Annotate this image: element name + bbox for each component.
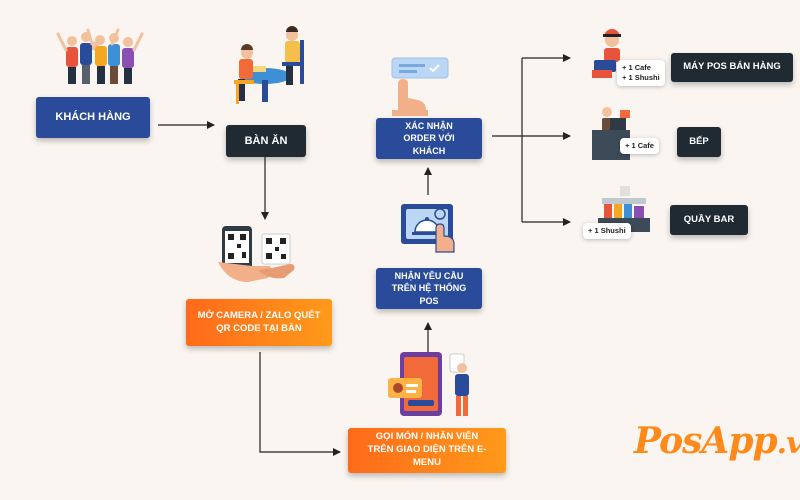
node-quay-bar: QUẦY BAR xyxy=(670,205,748,235)
tag-bar-line1: + 1 Shushi xyxy=(588,226,626,235)
touch-confirm-icon xyxy=(391,57,449,116)
tag-pos-line2: + 1 Shushi xyxy=(622,72,660,82)
tag-bep-line1: + 1 Cafe xyxy=(625,141,654,150)
logo-brand: PosApp xyxy=(634,420,778,462)
tag-bar-order: + 1 Shushi xyxy=(583,223,631,239)
tag-pos-order: + 1 Cafe + 1 Shushi xyxy=(617,60,665,86)
node-mo-camera: MỞ CAMERA / ZALO QUÉT QR CODE TẠI BÀN xyxy=(186,299,332,346)
pos-bell-icon xyxy=(401,204,455,253)
tag-pos-line1: + 1 Cafe xyxy=(622,63,651,72)
dining-table-illustration xyxy=(234,26,304,104)
node-bep: BẾP xyxy=(677,127,721,157)
tag-bep-order: + 1 Cafe xyxy=(620,138,659,154)
node-may-pos: MÁY POS BÁN HÀNG xyxy=(671,53,793,82)
logo-tld: .vn xyxy=(776,426,800,461)
node-khach-hang: KHÁCH HÀNG xyxy=(36,97,150,138)
node-xac-nhan: XÁC NHẬN ORDER VỚI KHÁCH xyxy=(376,118,482,159)
connectors xyxy=(158,54,571,456)
node-goi-mon: GỌI MÓN / NHÂN VIÊN TRÊN GIAO DIỆN TRÊN … xyxy=(348,428,506,473)
posapp-logo: PosApp.vn xyxy=(634,420,800,462)
arrow-camera-to-goimon xyxy=(259,352,341,456)
qr-scan-illustration xyxy=(218,226,295,282)
node-ban-an: BÀN ĂN xyxy=(226,125,306,157)
node-nhan-yeu-cau: NHẬN YÊU CẦU TRÊN HỆ THỐNG POS xyxy=(376,268,482,309)
cashier-pos-illustration xyxy=(592,29,621,78)
crowd-illustration xyxy=(56,28,144,84)
e-menu-illustration xyxy=(388,352,469,416)
